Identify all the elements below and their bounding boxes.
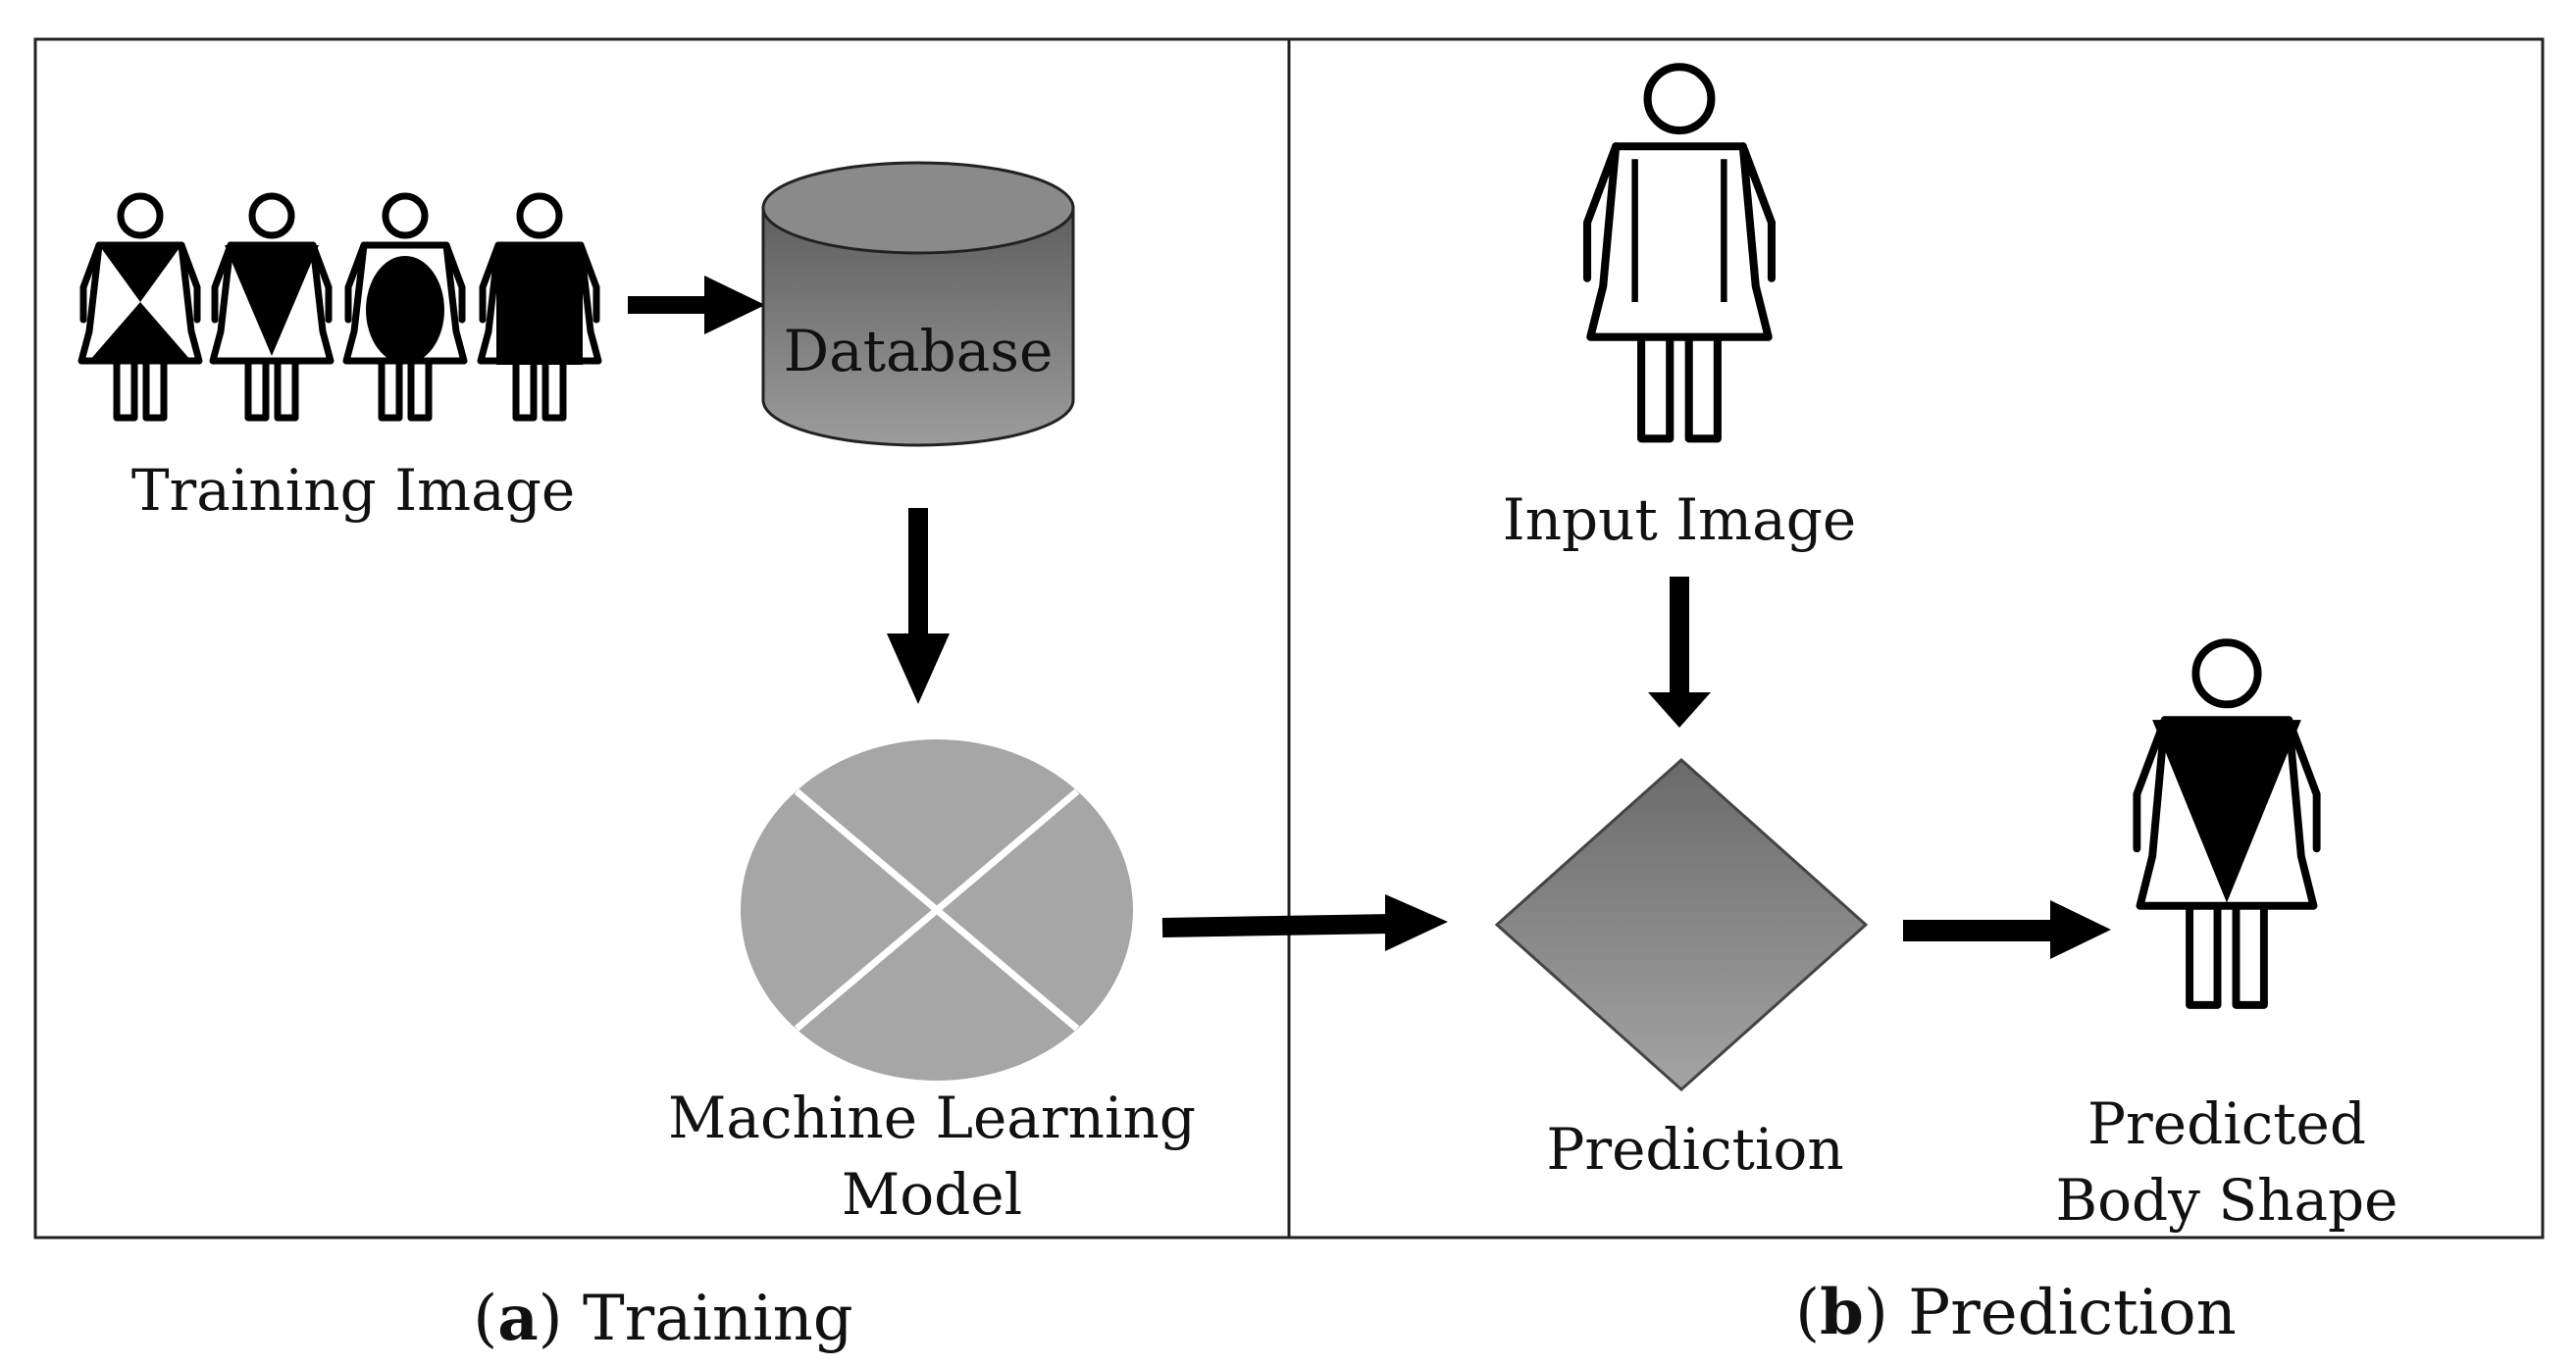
- predicted-body-shape-figure-icon: [2133, 638, 2321, 1009]
- model-label-line2: Model: [842, 1161, 1022, 1228]
- hourglass-figure-icon: [81, 196, 199, 418]
- training-image-label: Training Image: [131, 457, 575, 524]
- prediction-panel-frame: [1287, 37, 2545, 1240]
- caption-training: (a) Training: [473, 1282, 853, 1355]
- caption-prediction: (b) Prediction: [1795, 1276, 2237, 1349]
- rectangle-figure-icon: [481, 196, 598, 418]
- training-image-figures: [81, 196, 598, 418]
- arrow-prediction-to-result: [1903, 900, 2111, 959]
- database-icon: [761, 161, 1075, 447]
- training-panel-frame: [33, 37, 1291, 1240]
- input-image-figure-icon: [1582, 63, 1777, 443]
- arrow-figures-to-database: [628, 276, 765, 334]
- arrow-model-to-prediction: [1161, 894, 1448, 951]
- predicted-label-line2: Body Shape: [2056, 1167, 2398, 1234]
- database-label: Database: [784, 318, 1054, 384]
- predicted-label-line1: Predicted: [2087, 1090, 2366, 1157]
- input-image-label: Input Image: [1503, 486, 1856, 553]
- arrow-input-to-prediction: [1648, 577, 1711, 728]
- inverted-triangle-figure-icon: [213, 196, 331, 418]
- oval-figure-icon: [346, 196, 464, 418]
- model-label-line1: Machine Learning: [668, 1085, 1196, 1151]
- arrow-database-to-model: [887, 508, 950, 704]
- prediction-label: Prediction: [1546, 1116, 1843, 1183]
- machine-learning-model-icon: [741, 739, 1133, 1081]
- prediction-decision-icon: [1494, 757, 1869, 1092]
